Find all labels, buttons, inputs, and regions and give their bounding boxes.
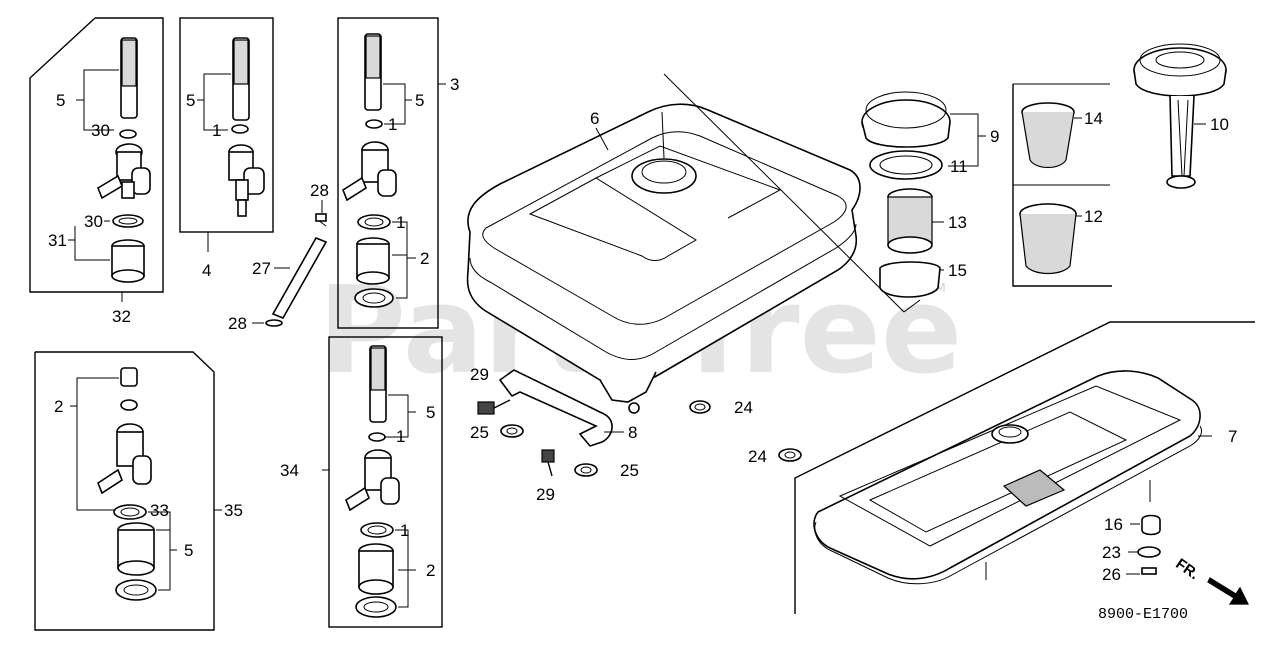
arrow-down-right-icon xyxy=(1207,577,1249,605)
callout-28: 28 xyxy=(310,181,329,200)
callout-27: 27 xyxy=(252,259,271,278)
valve-assembly-34 xyxy=(322,336,443,628)
fuel-cap-9 xyxy=(861,91,986,298)
callout-12: 12 xyxy=(1084,207,1103,226)
callout-25: 25 xyxy=(470,423,489,442)
callout-8: 8 xyxy=(628,423,637,442)
fuel-tank-6 xyxy=(466,73,921,414)
callout-34: 34 xyxy=(280,461,299,480)
fuel-tank-7 xyxy=(778,321,1255,614)
callout-1: 1 xyxy=(212,121,221,140)
callout-29: 29 xyxy=(470,365,489,384)
callout-25: 25 xyxy=(620,461,639,480)
callout-labels: 5 30 30 31 32 5 1 4 3 5 1 1 2 28 27 28 2… xyxy=(48,75,1237,584)
callout-24: 24 xyxy=(734,398,753,417)
callout-9: 9 xyxy=(990,127,999,146)
callout-35: 35 xyxy=(224,501,243,520)
strainer-box xyxy=(1012,83,1112,287)
valve-assembly-35 xyxy=(34,351,222,631)
valve-assembly-32 xyxy=(29,17,164,302)
callout-6: 6 xyxy=(590,109,599,128)
callout-13: 13 xyxy=(948,213,967,232)
diagram-code: 8900-E1700 xyxy=(1098,606,1188,623)
callout-7: 7 xyxy=(1228,427,1237,446)
bracket-8 xyxy=(477,369,711,477)
callout-15: 15 xyxy=(948,261,967,280)
callout-29: 29 xyxy=(536,485,555,504)
fuel-cap-gauge-10 xyxy=(1133,43,1227,189)
callout-5: 5 xyxy=(56,91,65,110)
callout-26: 26 xyxy=(1102,565,1121,584)
callout-16: 16 xyxy=(1104,515,1123,534)
callout-3: 3 xyxy=(450,75,459,94)
callout-23: 23 xyxy=(1102,543,1121,562)
callout-2: 2 xyxy=(420,249,429,268)
callout-2: 2 xyxy=(426,561,435,580)
callout-5: 5 xyxy=(184,541,193,560)
front-label: FR. xyxy=(1172,555,1202,583)
callout-10: 10 xyxy=(1210,115,1229,134)
valve-assembly-3 xyxy=(337,17,446,329)
front-direction-marker: FR. xyxy=(1172,555,1249,605)
callout-1: 1 xyxy=(388,115,397,134)
callout-5: 5 xyxy=(415,91,424,110)
callout-28: 28 xyxy=(228,314,247,333)
callout-2: 2 xyxy=(54,397,63,416)
callout-14: 14 xyxy=(1084,109,1103,128)
callout-1: 1 xyxy=(396,427,405,446)
fuel-hose-27 xyxy=(252,200,328,327)
callout-1: 1 xyxy=(400,521,409,540)
callout-24: 24 xyxy=(748,447,767,466)
callout-31: 31 xyxy=(48,231,67,250)
callout-30: 30 xyxy=(84,212,103,231)
callout-11: 11 xyxy=(950,157,968,176)
callout-5: 5 xyxy=(186,91,195,110)
callout-4: 4 xyxy=(202,261,211,280)
callout-5: 5 xyxy=(426,403,435,422)
callout-1: 1 xyxy=(396,213,405,232)
callout-33: 33 xyxy=(150,501,169,520)
valve-assembly-4 xyxy=(179,17,274,252)
callout-30: 30 xyxy=(91,121,110,140)
callout-32: 32 xyxy=(112,307,131,326)
